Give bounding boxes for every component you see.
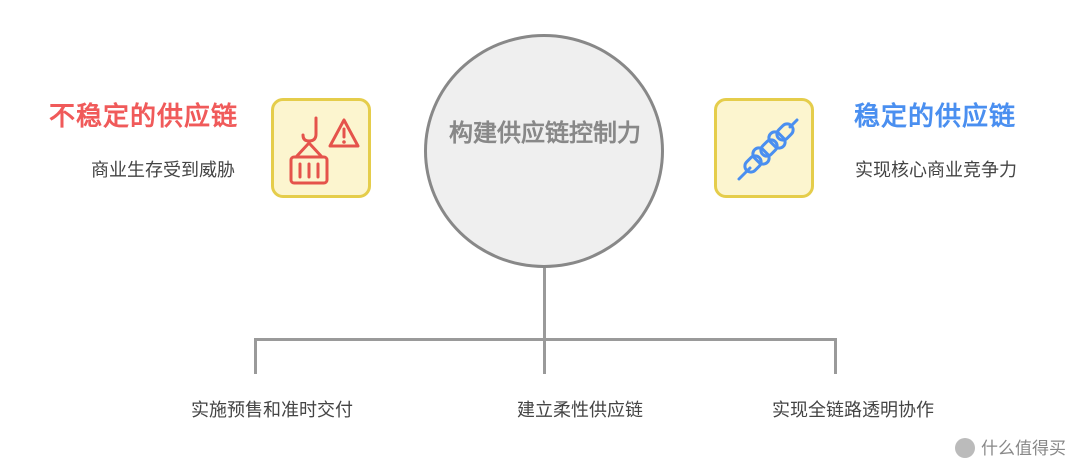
branch-line-middle xyxy=(543,338,546,374)
branch-line-left xyxy=(254,338,257,374)
unstable-icon-box xyxy=(271,98,371,198)
unstable-supply-chain-title: 不稳定的供应链 xyxy=(48,102,238,132)
watermark-text: 什么值得买 xyxy=(981,439,1066,459)
center-circle xyxy=(424,34,664,268)
watermark: 什么值得买 xyxy=(955,434,1066,459)
branch-label-transparent: 实现全链路透明协作 xyxy=(772,400,934,421)
branch-label-flexible: 建立柔性供应链 xyxy=(517,400,643,421)
center-label: 构建供应链控制力 xyxy=(449,119,641,147)
watermark-logo-icon xyxy=(955,438,975,458)
chain-icon xyxy=(737,118,799,181)
unstable-supply-chain-subtitle: 商业生存受到威胁 xyxy=(91,160,235,181)
stable-icon-box xyxy=(714,98,814,198)
hook-crate-warning-icon xyxy=(289,116,360,185)
branch-label-presale: 实施预售和准时交付 xyxy=(191,400,353,421)
stable-supply-chain-title: 稳定的供应链 xyxy=(854,102,1017,132)
stable-supply-chain-subtitle: 实现核心商业竞争力 xyxy=(855,160,1017,181)
branch-line-right xyxy=(834,338,837,374)
trunk-line xyxy=(543,268,546,340)
